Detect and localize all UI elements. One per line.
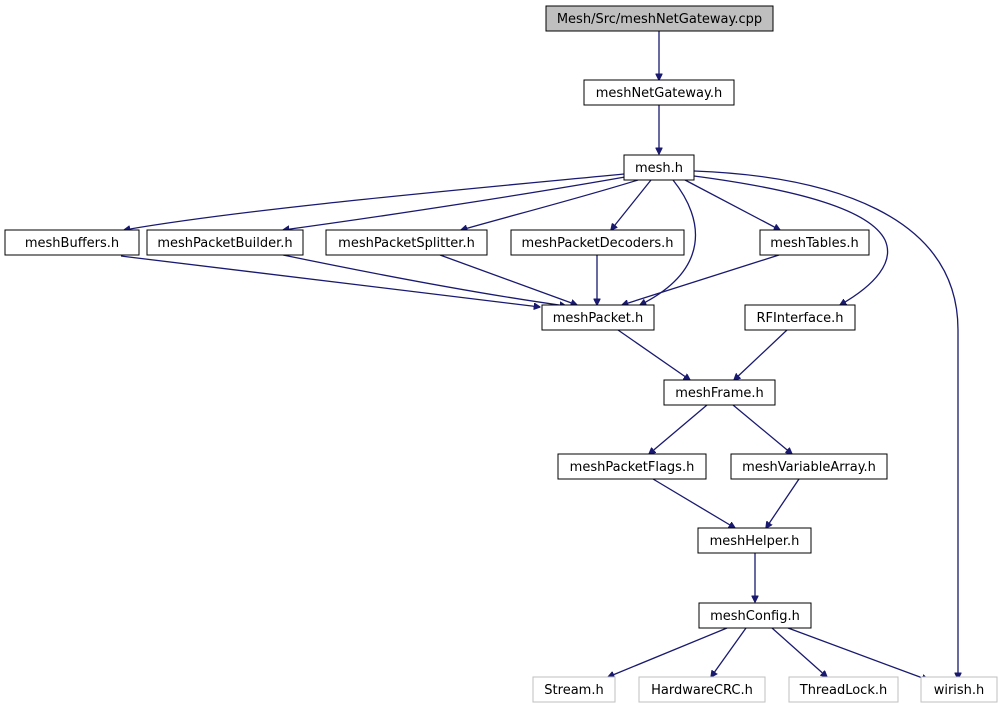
- node-meshPacket[interactable]: meshPacket.h: [541, 304, 655, 331]
- node-label: meshPacketFlags.h: [570, 460, 695, 475]
- node-ThreadLock: ThreadLock.h: [788, 676, 899, 703]
- node-label: meshVariableArray.h: [742, 460, 876, 475]
- edge-meshPacketSplitter-to-meshPacket: [439, 254, 577, 305]
- node-RFInterface[interactable]: RFInterface.h: [744, 304, 856, 331]
- edge-mesh-to-meshPacketDecoders: [611, 179, 652, 230]
- node-label: RFInterface.h: [756, 311, 843, 326]
- edge-mesh-to-meshTables: [684, 179, 780, 230]
- node-label: meshTables.h: [770, 236, 858, 251]
- node-meshPacketDecoders[interactable]: meshPacketDecoders.h: [510, 229, 685, 256]
- node-meshVariableArray[interactable]: meshVariableArray.h: [730, 453, 888, 480]
- nodes: Mesh/Src/meshNetGateway.cpp meshNetGatew…: [4, 5, 998, 703]
- node-label: meshNetGateway.h: [596, 86, 722, 101]
- node-label: meshHelper.h: [710, 534, 800, 549]
- node-meshTables[interactable]: meshTables.h: [759, 229, 870, 256]
- node-wirish: wirish.h: [920, 676, 998, 703]
- node-label: mesh.h: [635, 161, 683, 176]
- edge-RFInterface-to-meshFrame: [734, 329, 788, 380]
- node-label: meshPacketBuilder.h: [157, 236, 292, 251]
- edge-meshVariableArray-to-meshHelper: [766, 478, 800, 528]
- node-meshPacketFlags[interactable]: meshPacketFlags.h: [557, 453, 707, 480]
- edge-meshBuffers-to-meshPacket: [120, 255, 540, 307]
- edge-meshConfig-to-Stream: [608, 627, 728, 677]
- edge-meshConfig-to-ThreadLock: [771, 627, 827, 677]
- node-label: wirish.h: [934, 683, 985, 698]
- edge-meshPacketBuilder-to-meshPacket: [282, 254, 566, 306]
- node-meshFrame[interactable]: meshFrame.h: [663, 379, 776, 406]
- edge-meshFrame-to-meshVariableArray: [732, 404, 792, 454]
- node-label: meshPacket.h: [553, 311, 644, 326]
- node-meshPacketSplitter[interactable]: meshPacketSplitter.h: [325, 229, 488, 256]
- edge-meshTables-to-meshPacket: [622, 254, 780, 305]
- node-label: meshPacketDecoders.h: [521, 236, 673, 251]
- edge-meshConfig-to-HardwareCRC: [711, 627, 747, 677]
- node-label: Mesh/Src/meshNetGateway.cpp: [557, 12, 762, 27]
- node-meshPacketBuilder[interactable]: meshPacketBuilder.h: [146, 229, 304, 256]
- edges: [120, 31, 958, 680]
- node-label: meshPacketSplitter.h: [338, 236, 475, 251]
- node-mesh[interactable]: mesh.h: [623, 154, 695, 181]
- edge-mesh-to-meshPacketSplitter: [461, 179, 639, 230]
- node-meshBuffers[interactable]: meshBuffers.h: [4, 229, 140, 256]
- node-label: HardwareCRC.h: [651, 683, 753, 698]
- node-HardwareCRC: HardwareCRC.h: [638, 676, 766, 703]
- edge-meshConfig-to-wirish: [787, 627, 928, 680]
- node-label: ThreadLock.h: [799, 683, 887, 698]
- node-label: meshFrame.h: [675, 386, 764, 401]
- node-Stream: Stream.h: [532, 676, 616, 703]
- node-label: meshConfig.h: [710, 609, 800, 624]
- edge-mesh-to-RFInterface: [693, 175, 889, 305]
- node-label: meshBuffers.h: [25, 236, 119, 251]
- node-root[interactable]: Mesh/Src/meshNetGateway.cpp: [545, 5, 774, 32]
- edge-meshPacketFlags-to-meshHelper: [652, 478, 735, 528]
- node-meshConfig[interactable]: meshConfig.h: [698, 602, 812, 629]
- node-label: Stream.h: [544, 683, 603, 698]
- node-meshHelper[interactable]: meshHelper.h: [697, 527, 812, 554]
- edge-mesh-to-wirish: [693, 170, 958, 679]
- edge-mesh-to-meshBuffers: [124, 173, 625, 230]
- edge-mesh-to-meshPacketBuilder: [283, 176, 626, 230]
- edge-meshPacket-to-meshFrame: [617, 329, 690, 380]
- node-meshNetGateway[interactable]: meshNetGateway.h: [583, 79, 735, 106]
- edge-meshFrame-to-meshPacketFlags: [649, 404, 708, 454]
